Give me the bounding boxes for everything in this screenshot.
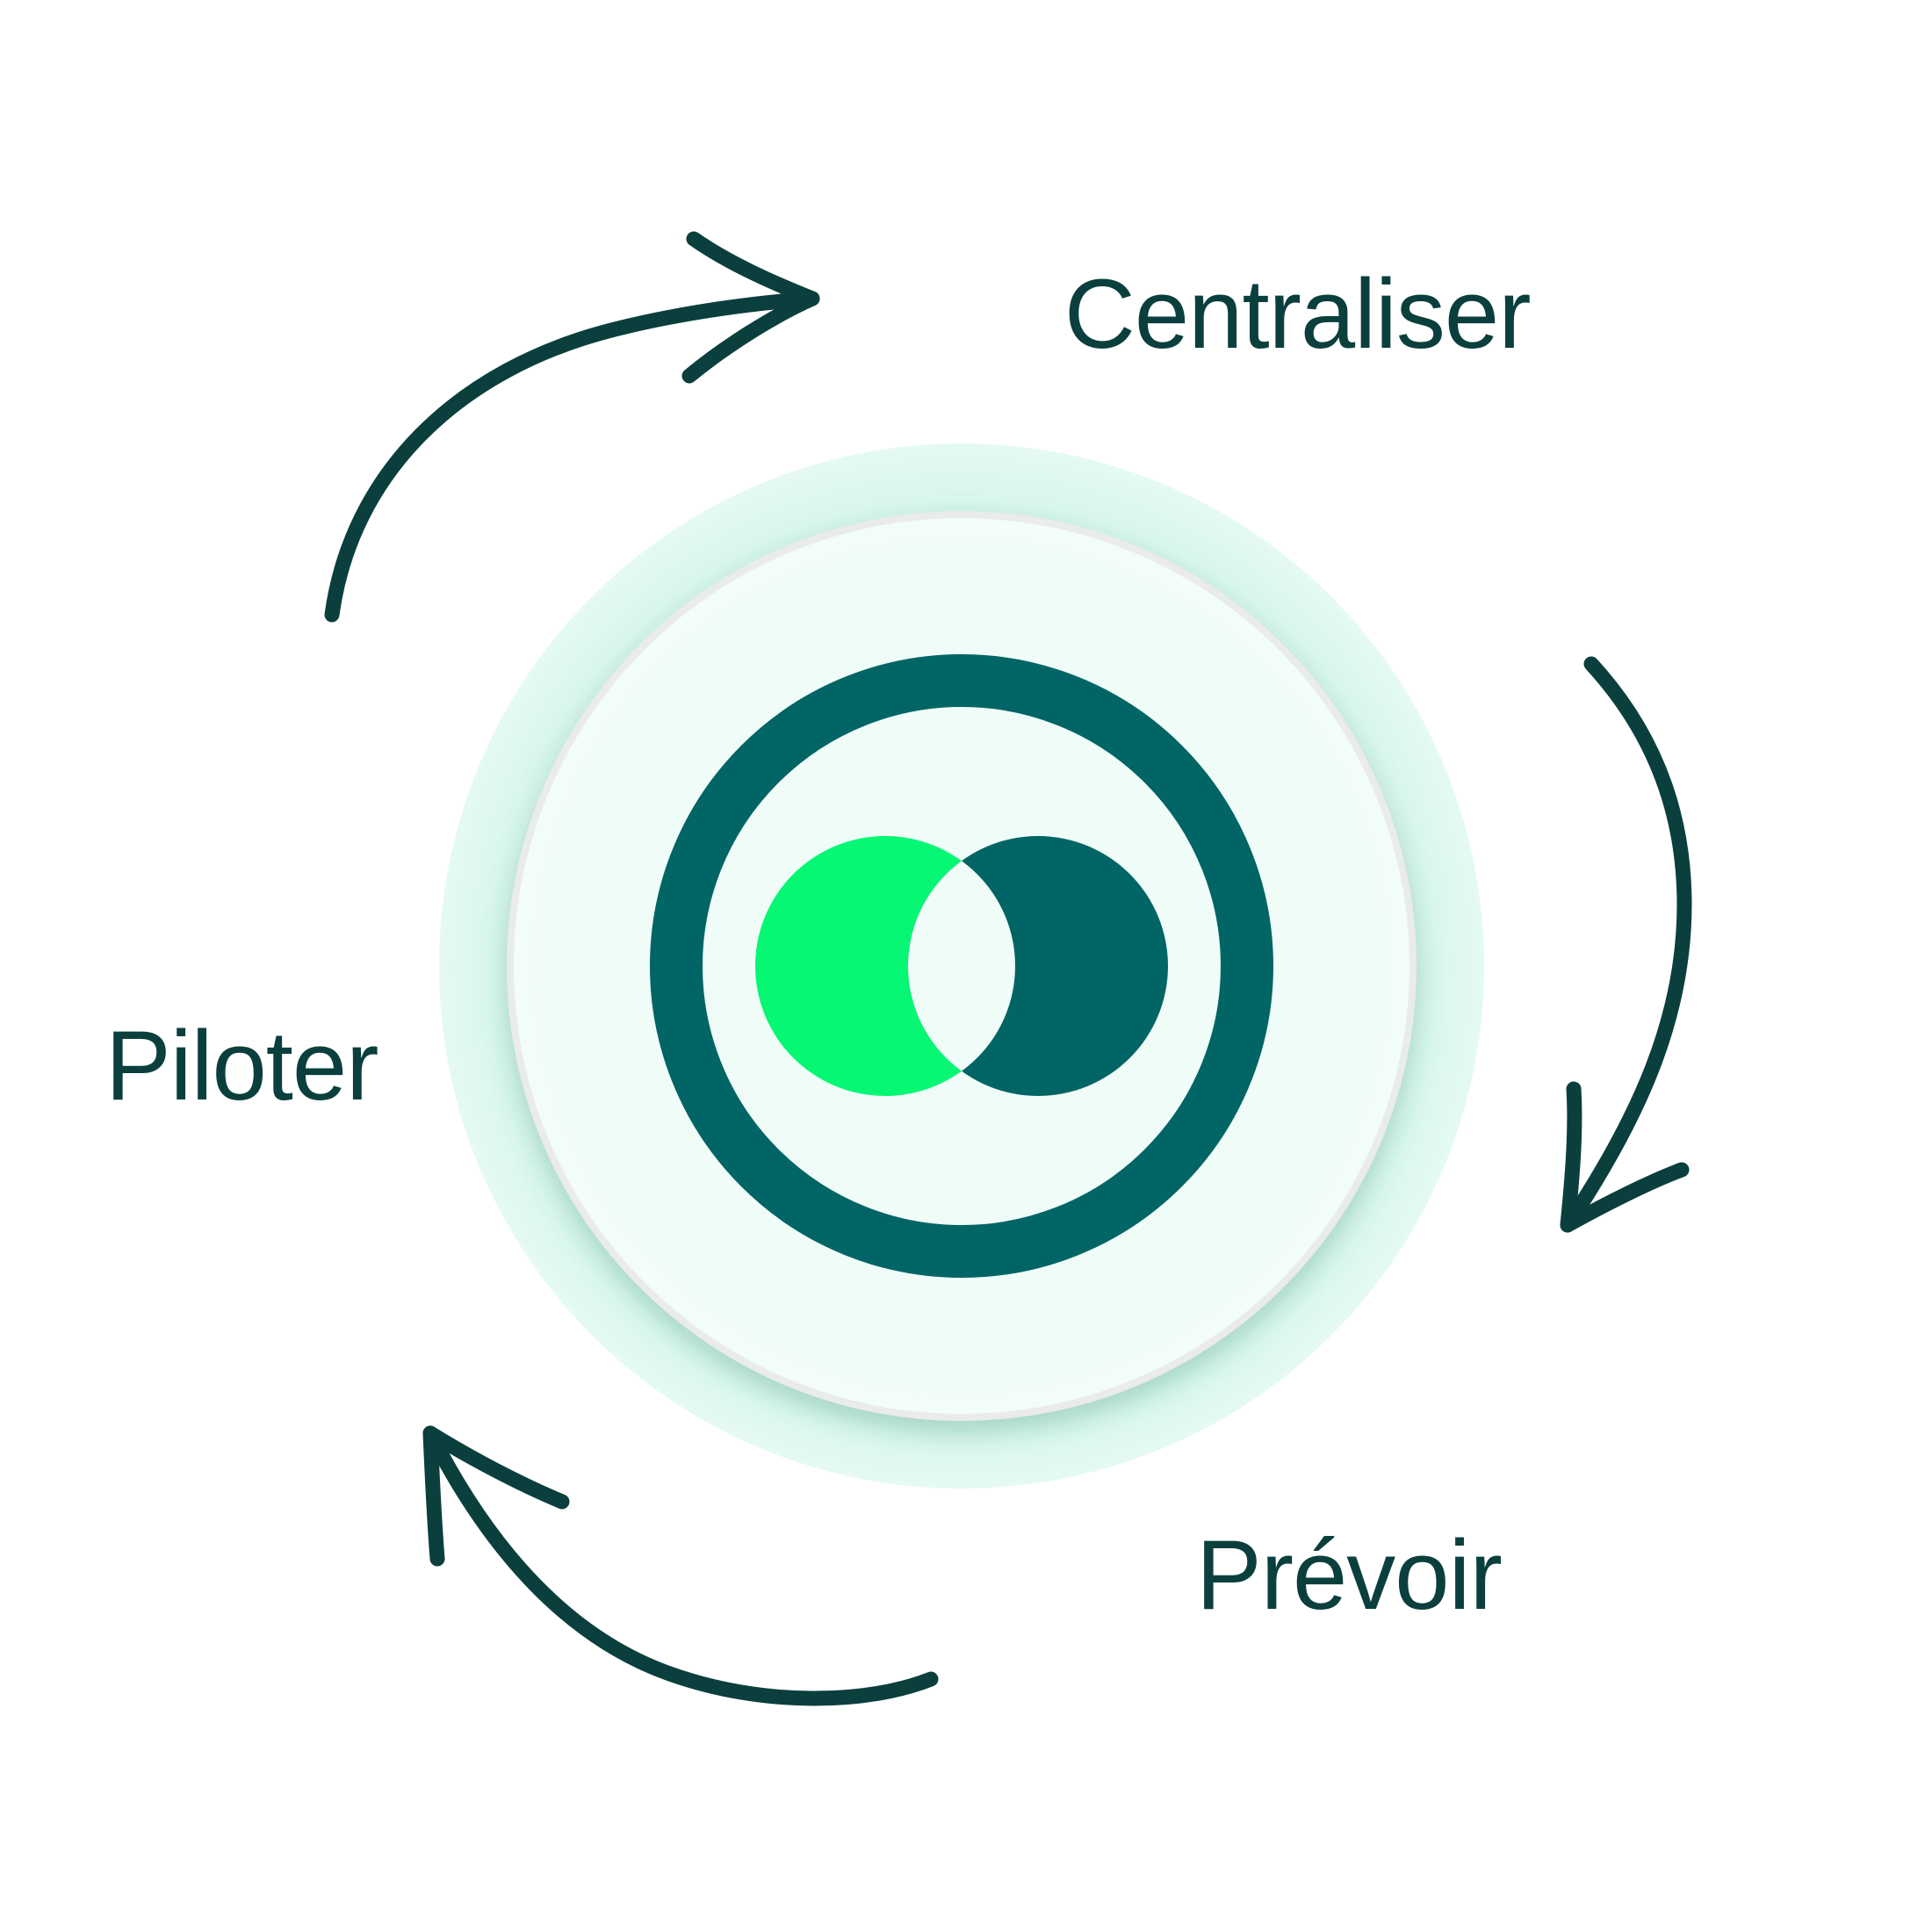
logo-overlap	[908, 836, 1015, 1096]
cycle-arrows	[324, 231, 1692, 1706]
arrow-bottom-left-head	[422, 1425, 570, 1567]
logo-mark	[755, 836, 1168, 1096]
step-label-piloter: Piloter	[105, 1011, 378, 1121]
arrow-top-left	[324, 291, 820, 623]
arrow-top-left-head	[681, 231, 820, 384]
step-label-centraliser: Centraliser	[1064, 259, 1532, 369]
arrow-right	[1560, 656, 1692, 1233]
arrow-bottom-left	[422, 1425, 939, 1706]
step-label-prevoir: Prévoir	[1196, 1520, 1503, 1630]
arrow-right-head	[1560, 1081, 1690, 1233]
logo-ring	[650, 654, 1273, 1278]
